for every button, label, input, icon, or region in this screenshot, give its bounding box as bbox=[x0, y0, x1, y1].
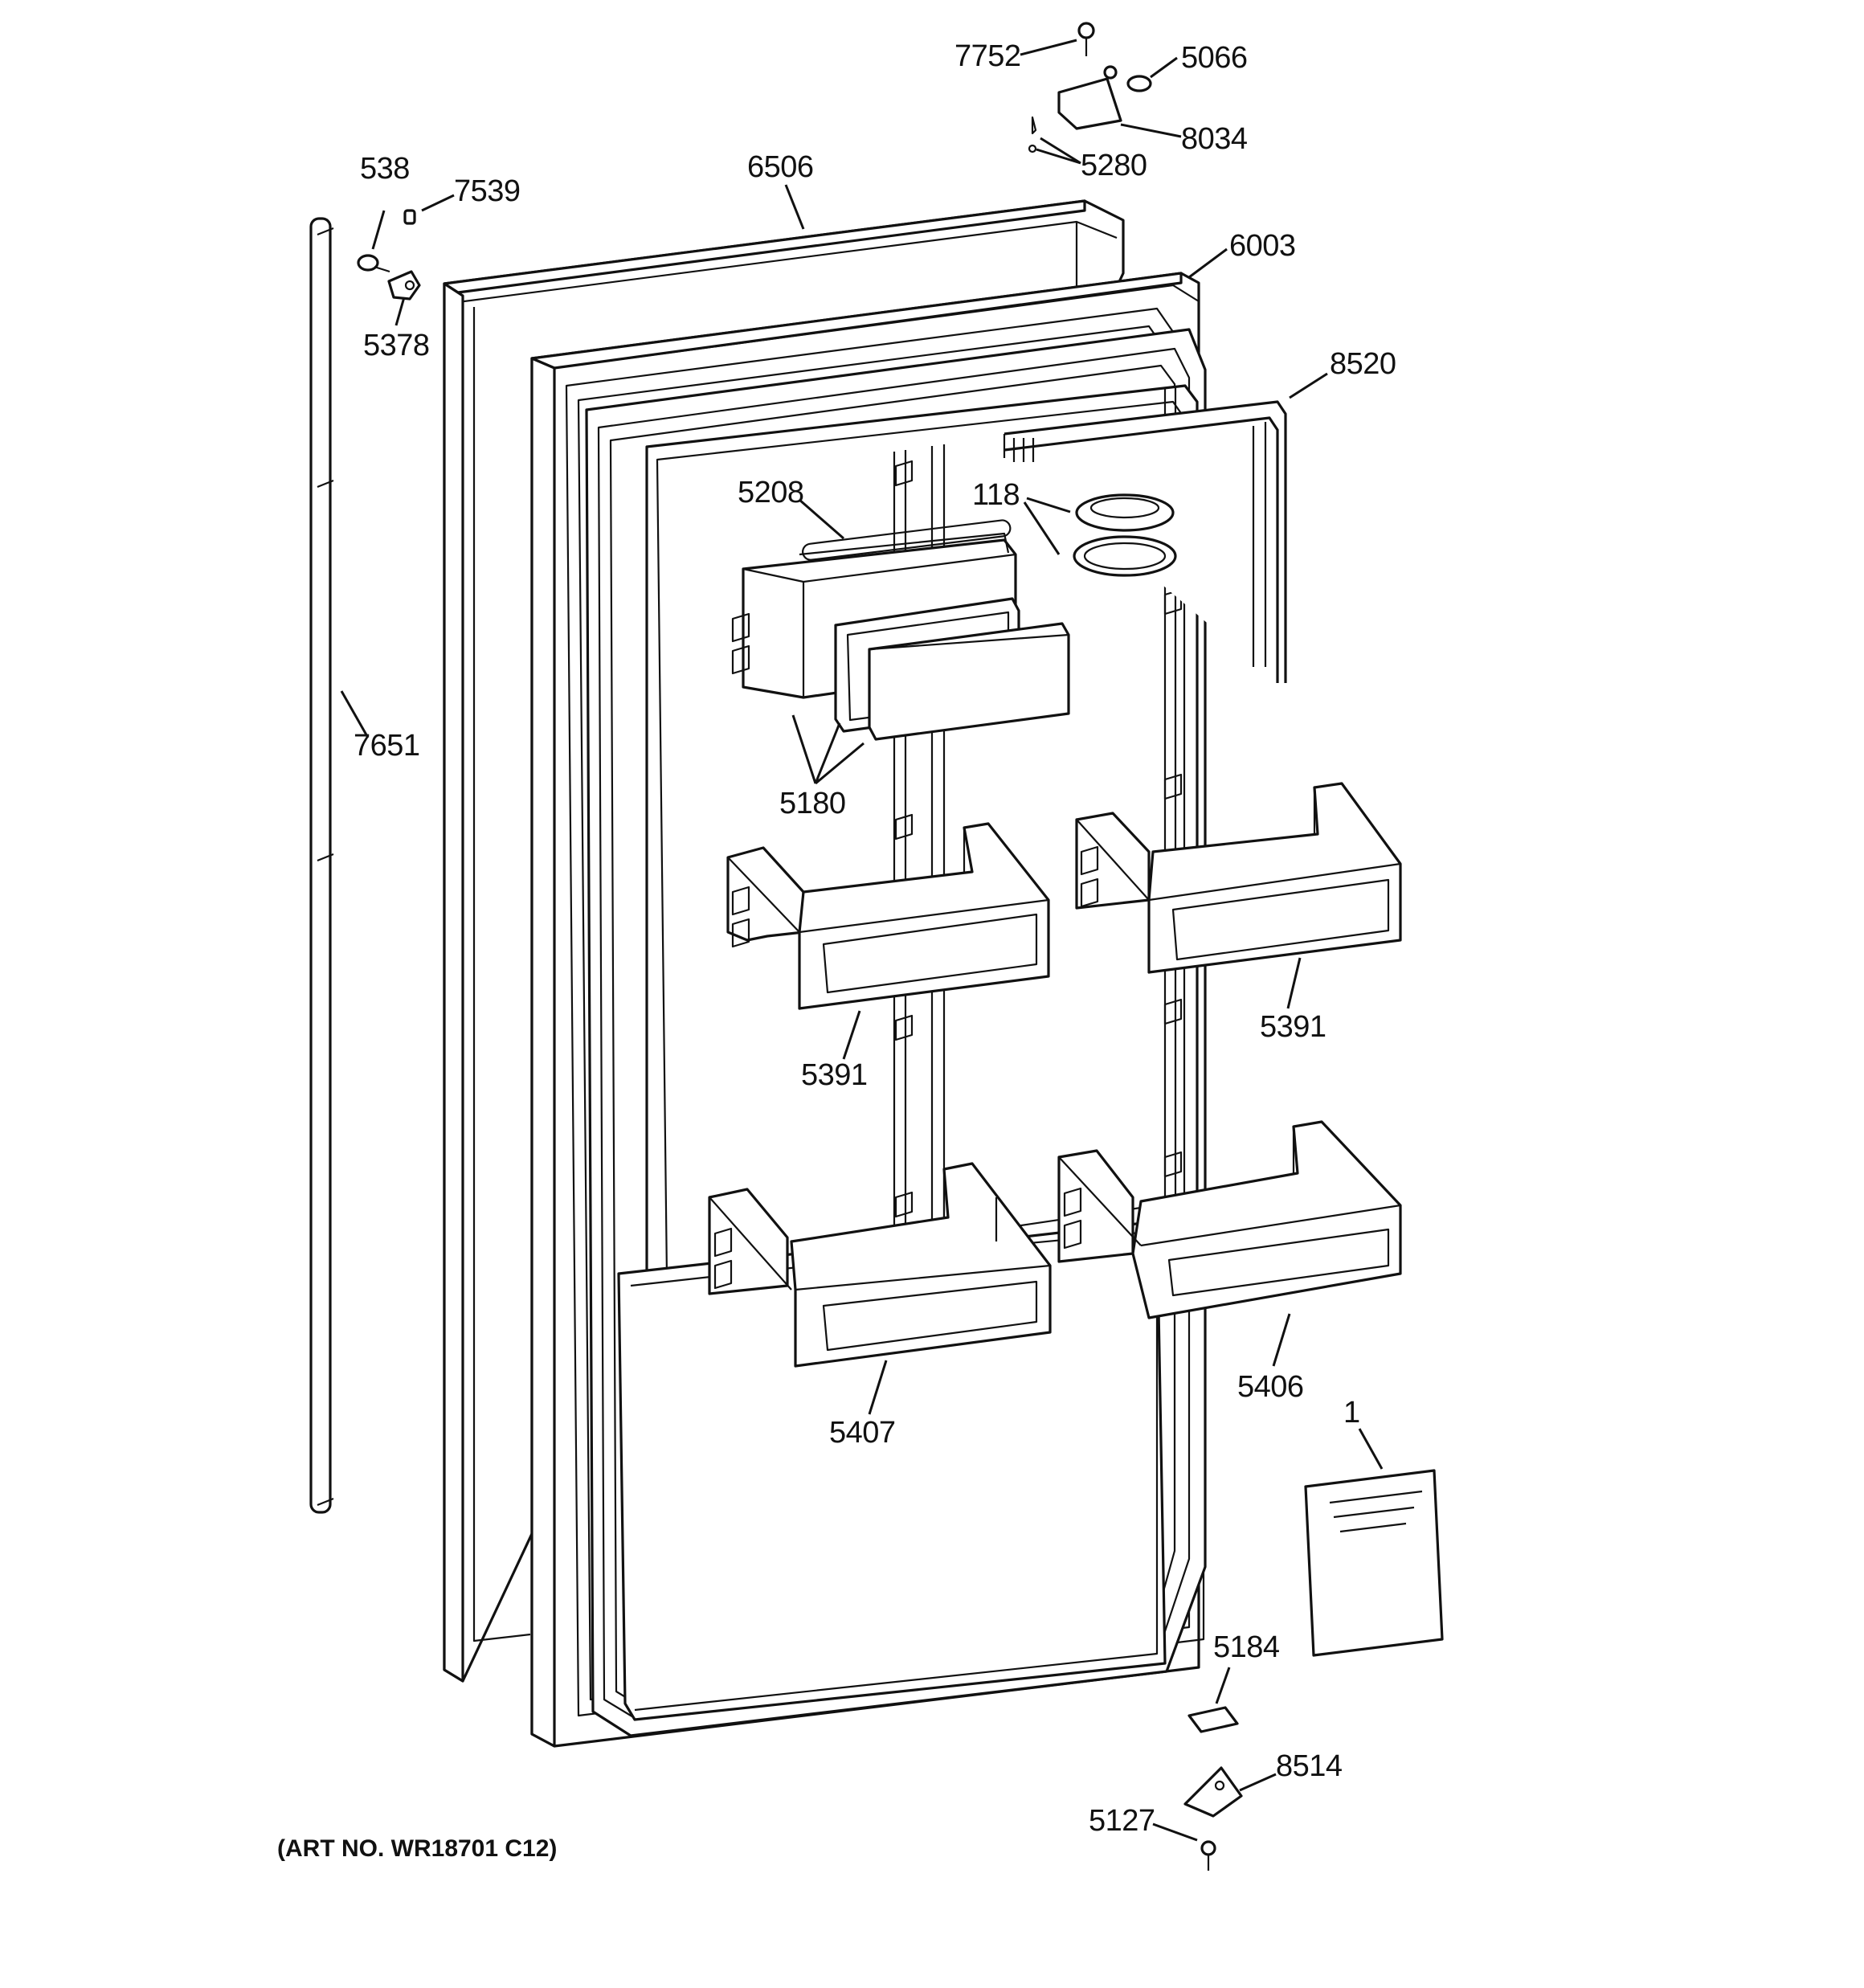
callout-6003: 6003 bbox=[1229, 229, 1296, 263]
bushing-7539 bbox=[403, 209, 416, 225]
callout-5391-right: 5391 bbox=[1260, 1010, 1326, 1044]
door-bin-lower-left bbox=[708, 1162, 1052, 1368]
hinge-pin-rod bbox=[309, 217, 334, 1514]
callout-8034: 8034 bbox=[1181, 122, 1248, 156]
door-bin-upper-left bbox=[726, 822, 1050, 1010]
callout-8520: 8520 bbox=[1330, 347, 1396, 381]
callout-538: 538 bbox=[360, 152, 410, 186]
callout-5184: 5184 bbox=[1213, 1630, 1280, 1664]
callout-7752: 7752 bbox=[954, 39, 1021, 73]
screw-5127 bbox=[1200, 1840, 1216, 1871]
callout-118: 118 bbox=[972, 478, 1020, 512]
leader-lines bbox=[340, 39, 1384, 1842]
callout-5407: 5407 bbox=[829, 1416, 896, 1450]
washer-5066 bbox=[1126, 75, 1152, 92]
callout-labels: 7752 5066 8034 5280 538 7539 6506 6003 5… bbox=[354, 39, 1396, 1838]
callout-5180: 5180 bbox=[779, 787, 846, 820]
callout-5066: 5066 bbox=[1181, 41, 1248, 75]
callout-5280: 5280 bbox=[1081, 149, 1147, 182]
bracket-5184 bbox=[1187, 1706, 1239, 1733]
dairy-door bbox=[868, 622, 1070, 741]
shelf-clips bbox=[894, 460, 1183, 1218]
callout-6506: 6506 bbox=[747, 150, 814, 184]
callout-5127: 5127 bbox=[1089, 1804, 1155, 1838]
screw-7752 bbox=[1077, 22, 1095, 56]
callout-8514: 8514 bbox=[1276, 1749, 1343, 1783]
hinge-block-5378 bbox=[387, 270, 421, 301]
callout-7539: 7539 bbox=[454, 174, 521, 208]
art-number-caption: (ART NO. WR18701 C12) bbox=[277, 1835, 557, 1862]
callout-5208: 5208 bbox=[738, 476, 804, 509]
screw-538 bbox=[357, 254, 390, 273]
pins-5280 bbox=[1028, 116, 1037, 153]
callout-5378: 5378 bbox=[363, 329, 430, 362]
callout-5406: 5406 bbox=[1237, 1370, 1304, 1404]
door-bin-upper-right bbox=[1075, 782, 1402, 974]
callout-1: 1 bbox=[1343, 1396, 1360, 1430]
door-bin-lower-right bbox=[1057, 1120, 1402, 1319]
callout-5391-left: 5391 bbox=[801, 1058, 868, 1092]
hinge-top-bracket bbox=[1057, 65, 1122, 130]
owners-manual bbox=[1304, 1469, 1444, 1657]
callout-7651: 7651 bbox=[354, 729, 420, 763]
dairy-door-lids bbox=[1073, 493, 1177, 577]
hinge-8514 bbox=[1183, 1766, 1243, 1818]
